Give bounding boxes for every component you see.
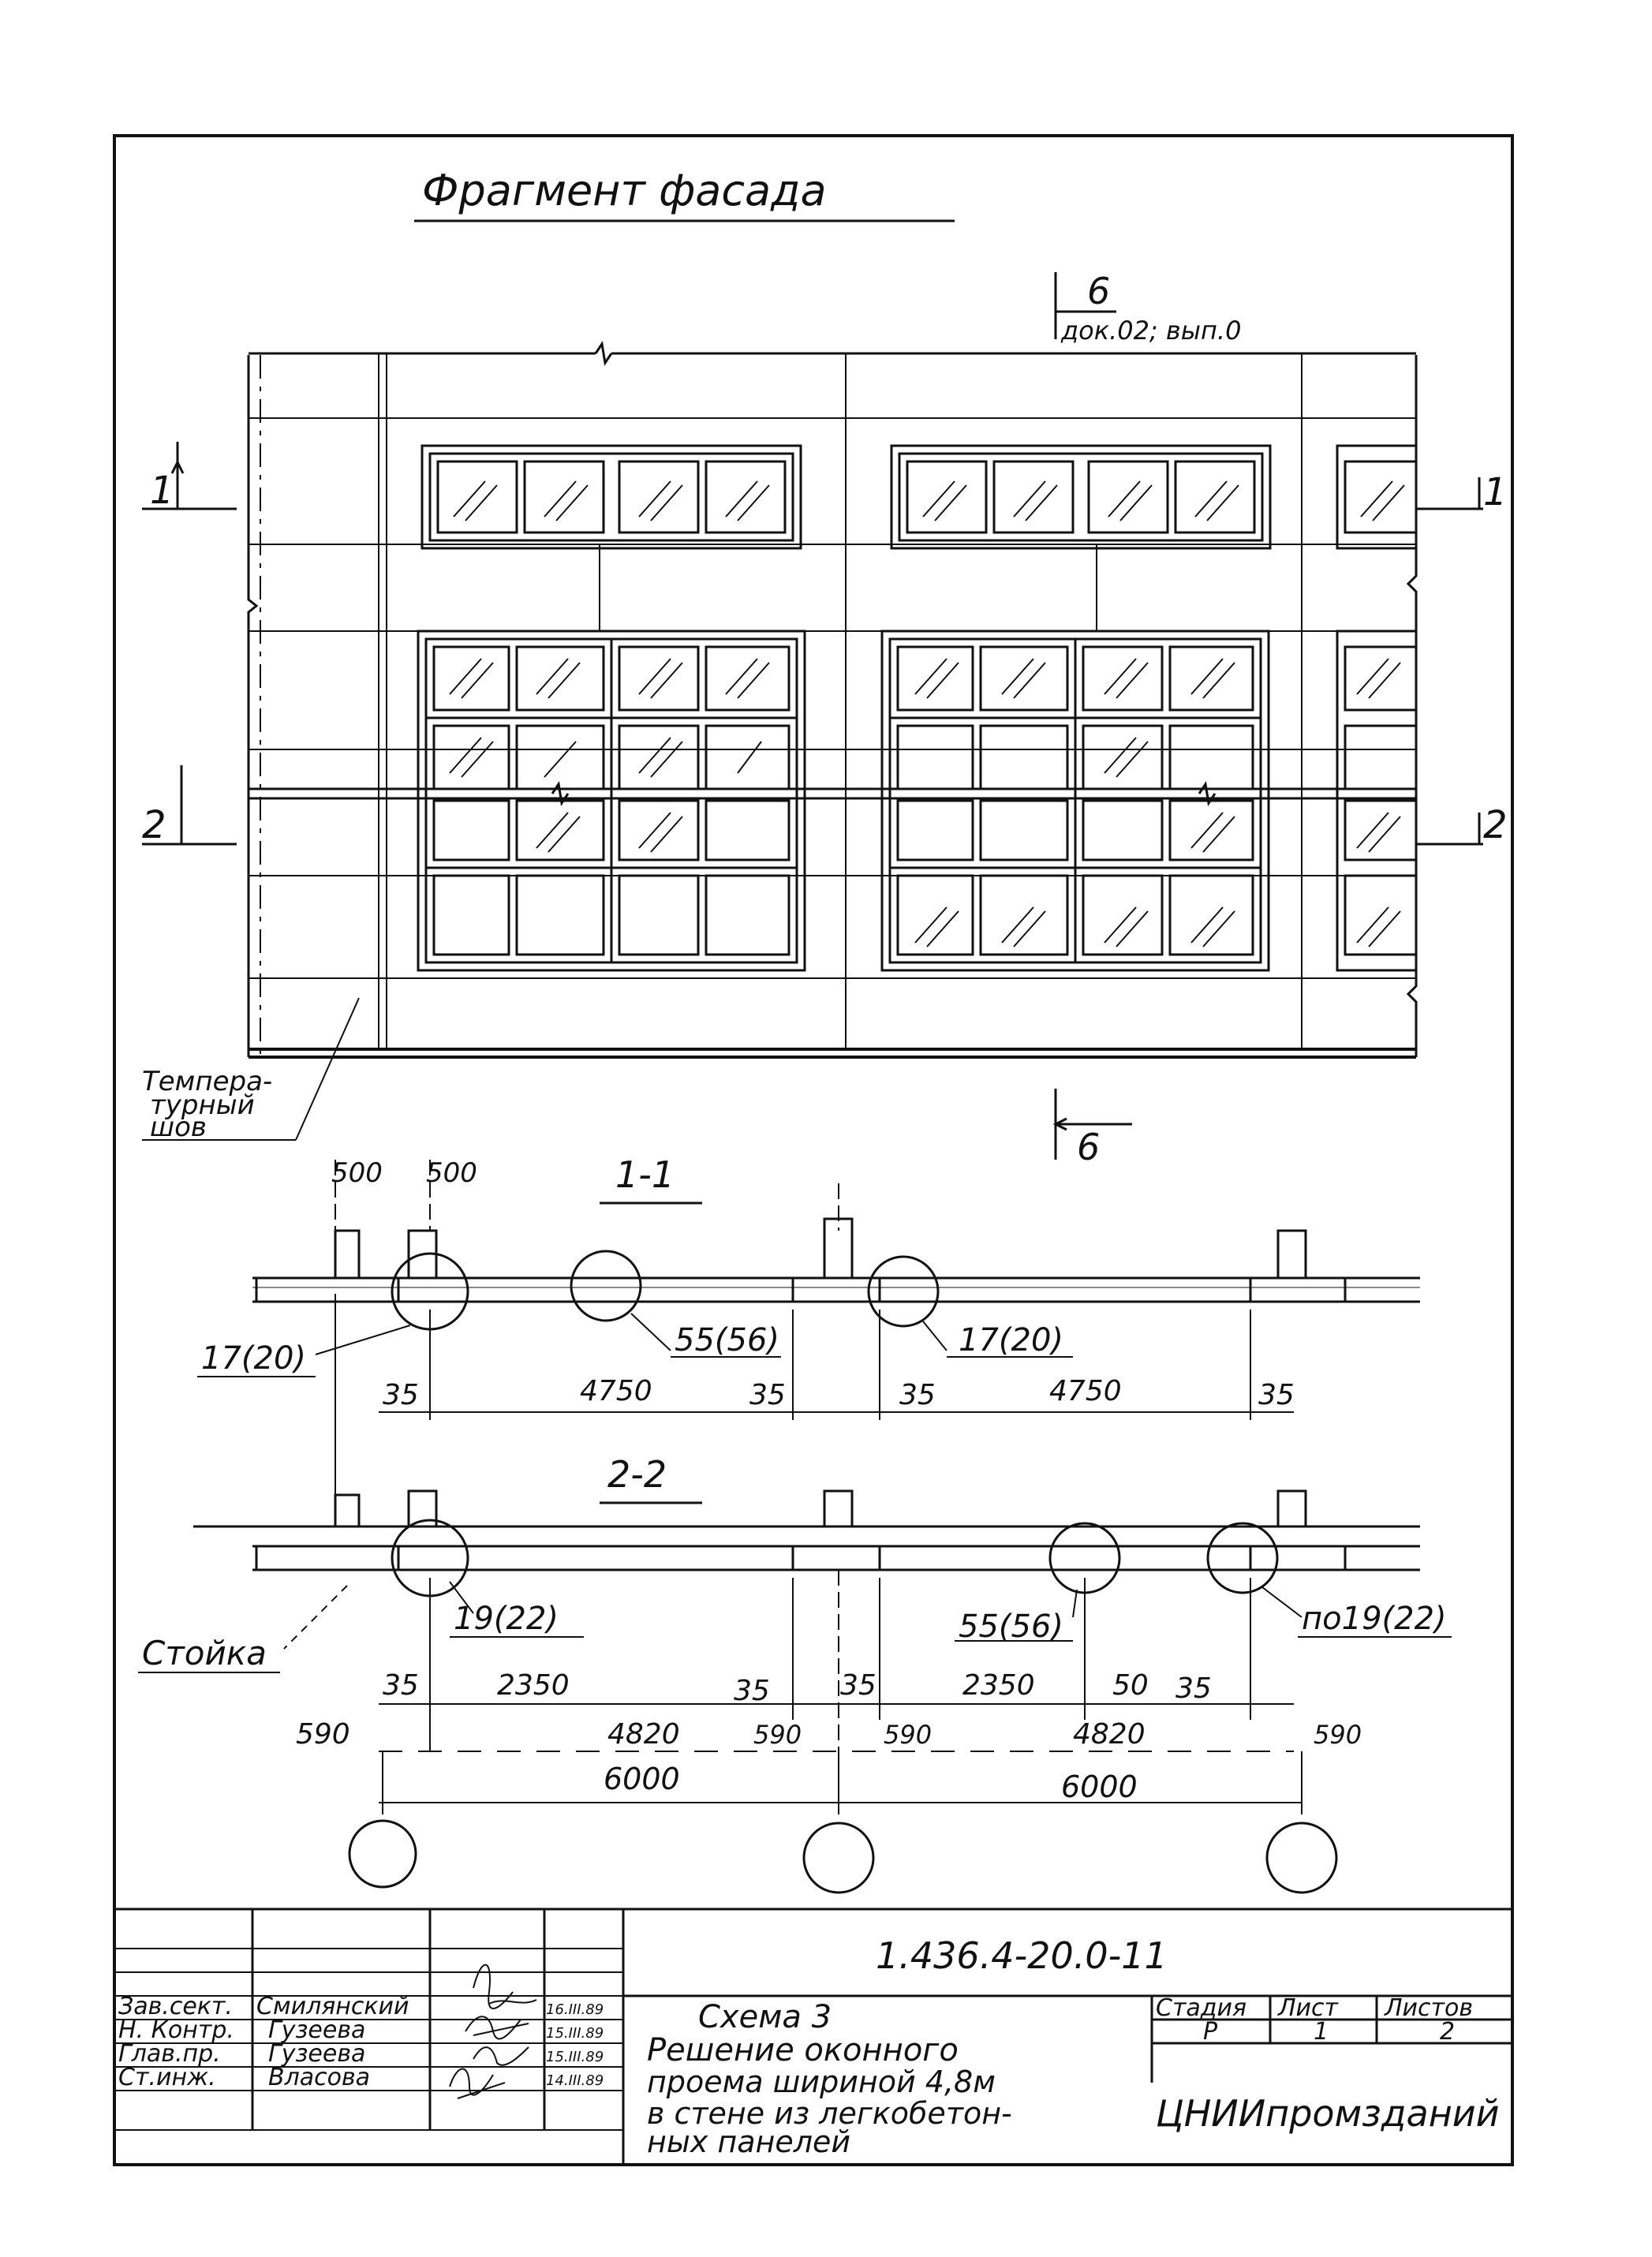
sheet-border	[113, 134, 1514, 2166]
organization: ЦНИИпромзданий	[1156, 2092, 1500, 2135]
section-2-2-title: 2-2	[607, 1453, 667, 1496]
name-3: Власова	[268, 2064, 370, 2091]
callout-circle-17-right	[867, 1255, 940, 1328]
dim-2-35-a: 35	[383, 1669, 419, 1702]
sheet-title-line5: ных панелей	[647, 2124, 850, 2159]
grid-axis-middle	[802, 1822, 875, 1894]
sheet-title-line1: Схема 3	[698, 1999, 832, 2035]
lower-glazing-hatch	[449, 658, 1401, 947]
sheets-value: 2	[1440, 2018, 1455, 2046]
sheet-title-line2: Решение оконного	[647, 2032, 959, 2068]
role-2: Глав.пр.	[118, 2040, 221, 2068]
cut-1-left-label: 1	[150, 469, 174, 513]
joint-label-line1: Темпера-	[142, 1066, 272, 1097]
dim-500-left: 500	[331, 1157, 383, 1189]
dim-2-2350-a: 2350	[497, 1669, 570, 1702]
callout-55-2: 55(56)	[959, 1609, 1063, 1645]
sheets-label: Листов	[1384, 1994, 1473, 2022]
upper-windows	[420, 444, 1418, 550]
sheet-title-line3: проема шириной 4,8м	[647, 2065, 996, 2099]
dim-1-35-b: 35	[749, 1379, 786, 1411]
signatures	[449, 1964, 537, 2099]
upper-glazing-hatch	[453, 480, 1405, 521]
dim-2-590-b: 590	[753, 1720, 802, 1750]
section-cut-marks	[142, 272, 1483, 1160]
callout-17-left: 17(20)	[201, 1340, 306, 1377]
sheet-title-line4: в стене из легкобетон-	[647, 2096, 1012, 2131]
column-label: Стойка	[142, 1634, 267, 1672]
date-1: 15.III.89	[546, 2025, 604, 2042]
dim-2-35-c: 35	[840, 1669, 876, 1702]
sheet-value: 1	[1314, 2018, 1329, 2046]
dim-2-4820-a: 4820	[607, 1718, 680, 1751]
section-reference: док.02; вып.0	[1060, 316, 1241, 346]
role-3: Ст.инж.	[118, 2064, 216, 2091]
sheet-label: Лист	[1277, 1994, 1340, 2022]
dim-500-right: 500	[426, 1157, 477, 1189]
dim-2-35-b: 35	[734, 1675, 770, 1707]
role-1: Н. Контр.	[118, 2016, 234, 2044]
callout-19-right: по19(22)	[1302, 1601, 1447, 1637]
title-block	[114, 1908, 1512, 2165]
dim-2-590-d: 590	[1314, 1720, 1362, 1750]
dim-2-6000-a: 6000	[604, 1762, 680, 1796]
dim-2-590-a: 590	[296, 1718, 350, 1751]
dim-2-590-c: 590	[884, 1720, 932, 1750]
name-1: Гузеева	[268, 2016, 365, 2044]
facade-elevation	[247, 341, 1418, 1059]
stage-value: Р	[1203, 2018, 1218, 2046]
grid-axis-right	[1265, 1822, 1338, 1894]
callout-17-right: 17(20)	[959, 1322, 1063, 1358]
name-0: Смилянский	[256, 1993, 409, 2020]
section-1-1-title: 1-1	[615, 1153, 675, 1196]
joint-label-line2: турный	[150, 1089, 255, 1121]
date-3: 14.III.89	[546, 2072, 604, 2089]
name-2: Гузеева	[268, 2040, 365, 2068]
callout-19-left: 19(22)	[454, 1601, 559, 1637]
dim-2-6000-b: 6000	[1061, 1769, 1138, 1804]
dim-1-4750-a: 4750	[580, 1375, 652, 1407]
dim-1-35-d: 35	[1258, 1379, 1295, 1411]
section-2-2-wall	[193, 1294, 1420, 1814]
stage-label: Стадия	[1156, 1994, 1246, 2022]
dim-2-35-d: 35	[1175, 1672, 1212, 1705]
date-0: 16.III.89	[546, 2001, 604, 2018]
dim-1-35-c: 35	[899, 1379, 936, 1411]
section-mark-top: 6	[1087, 270, 1110, 312]
grid-axis-bubbles	[348, 1819, 1338, 1894]
callout-circle-55	[570, 1250, 642, 1322]
dim-1-35-a: 35	[383, 1379, 419, 1411]
lower-windows	[417, 630, 1418, 972]
date-2: 15.III.89	[546, 2049, 604, 2065]
doc-code: 1.436.4-20.0-11	[876, 1934, 1168, 1977]
callout-55: 55(56)	[675, 1322, 779, 1358]
dim-1-4750-b: 4750	[1049, 1375, 1122, 1407]
joint-label-line3: шов	[150, 1112, 207, 1143]
role-0: Зав.сект.	[118, 1993, 233, 2020]
section-mark-bottom: 6	[1077, 1126, 1100, 1168]
dim-2-50: 50	[1112, 1669, 1149, 1702]
section-1-1-wall	[252, 1160, 1420, 1420]
joint-leader	[295, 997, 360, 1141]
drawing-title: Фрагмент фасада	[422, 166, 827, 215]
grid-axis-left	[348, 1819, 417, 1889]
dim-2-2350-b: 2350	[962, 1669, 1035, 1702]
cut-2-left-label: 2	[142, 803, 166, 847]
cut-1-right-label: 1	[1483, 470, 1508, 514]
callout-circle-19-right	[1206, 1522, 1279, 1594]
cut-2-right-label: 2	[1483, 803, 1508, 847]
dim-2-4820-b: 4820	[1073, 1718, 1146, 1751]
